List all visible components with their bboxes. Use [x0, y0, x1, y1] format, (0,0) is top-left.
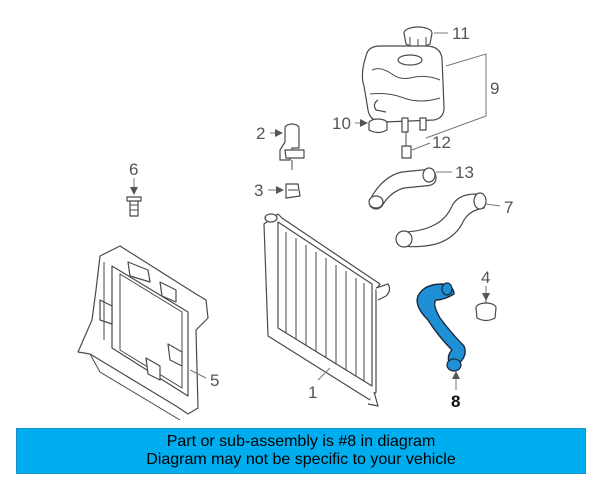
parts-diagram: 11 9 12 10 2 3 — [77, 24, 513, 420]
callout-12: 12 — [432, 133, 451, 152]
callout-10: 10 — [332, 114, 351, 133]
callout-9: 9 — [490, 79, 499, 98]
reservoir-cap-part — [403, 26, 433, 48]
leader-line-12 — [411, 142, 431, 151]
highlighted-hose-part — [416, 282, 466, 372]
leader-line-7 — [485, 203, 501, 207]
radiator-support-part — [77, 245, 209, 420]
hose-connector-part — [279, 123, 305, 170]
leader-line-1 — [317, 367, 331, 381]
upper-hose-part — [368, 167, 437, 210]
grommet-part — [368, 118, 388, 134]
callout-4: 4 — [481, 268, 490, 287]
lower-hose-part — [395, 192, 487, 248]
callout-5: 5 — [210, 371, 219, 390]
leader-line-5 — [189, 369, 207, 379]
callout-3: 3 — [254, 181, 263, 200]
leader-line-9 — [425, 53, 487, 139]
banner-line-2: Diagram may not be specific to your vehi… — [146, 451, 456, 468]
coolant-reservoir-part — [361, 45, 445, 133]
callout-6: 6 — [129, 160, 138, 179]
callout-8: 8 — [451, 392, 460, 411]
clip-part — [285, 183, 301, 199]
callout-2: 2 — [256, 124, 265, 143]
bleeder-screw-part — [401, 132, 412, 159]
callout-7: 7 — [504, 198, 513, 217]
callout-1: 1 — [308, 383, 317, 402]
banner-line-1: Part or sub-assembly is #8 in diagram — [166, 433, 436, 450]
callout-13: 13 — [455, 163, 474, 182]
radiator-part — [263, 213, 391, 407]
bolt-part — [126, 196, 142, 217]
callout-11: 11 — [452, 24, 470, 43]
info-banner: Part or sub-assembly is #8 in diagram Di… — [16, 428, 586, 474]
cap-nut-part — [475, 300, 497, 322]
